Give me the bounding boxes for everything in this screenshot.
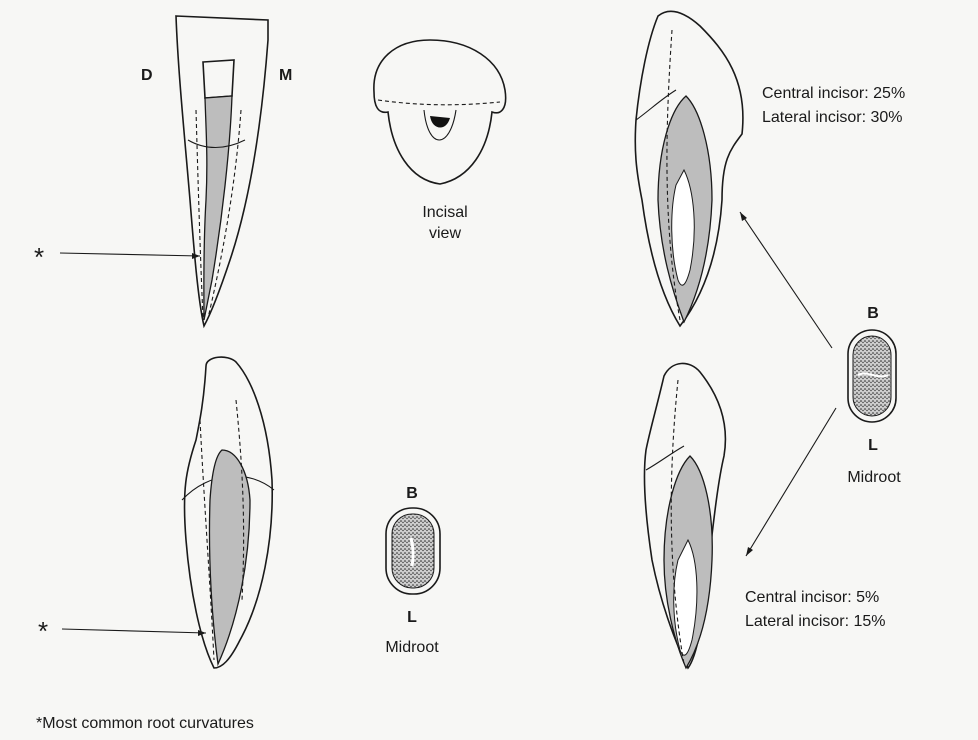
tooth-single-canal-bottom — [644, 363, 725, 668]
buccal-label-center: B — [406, 485, 418, 502]
tooth-two-canals-top — [635, 11, 743, 326]
footnote: *Most common root curvatures — [36, 715, 254, 732]
midroot-label-right: Midroot — [847, 469, 901, 486]
buccal-label-right: B — [867, 305, 879, 322]
arrowhead-single-canal — [746, 547, 753, 556]
curvature-arrow-bottom — [62, 629, 206, 633]
incisal-view-label-line1: Incisal — [422, 204, 467, 221]
stats-bottom-line1: Central incisor: 5% — [745, 589, 879, 606]
curvature-arrow-top — [60, 253, 200, 256]
tooth-incisal-view — [374, 40, 506, 184]
lingual-label-center: L — [407, 609, 417, 626]
incisal-view-label-line2: view — [429, 225, 461, 242]
mesial-label: M — [279, 67, 292, 84]
incisal-pulp-opening — [430, 116, 450, 128]
midroot-label-center: Midroot — [385, 639, 439, 656]
stats-top-line2: Lateral incisor: 30% — [762, 109, 903, 126]
arrowhead-two-canals — [740, 212, 747, 221]
midroot-cross-section-single-canal — [386, 508, 440, 594]
distal-label: D — [141, 67, 153, 84]
tooth-proximal-view — [182, 357, 274, 668]
midroot-cross-section-two-canals — [848, 330, 896, 422]
stats-bottom-line2: Lateral incisor: 15% — [745, 613, 886, 630]
stats-top-line1: Central incisor: 25% — [762, 85, 905, 102]
tooth-labial-view — [176, 16, 268, 326]
asterisk-marker-top: * — [34, 242, 44, 272]
arrow-to-single-canal — [746, 408, 836, 556]
asterisk-marker-bottom: * — [38, 616, 48, 646]
lingual-label-right: L — [868, 437, 878, 454]
curvature-arrowhead-top — [192, 253, 200, 259]
arrow-to-two-canals — [740, 212, 832, 348]
